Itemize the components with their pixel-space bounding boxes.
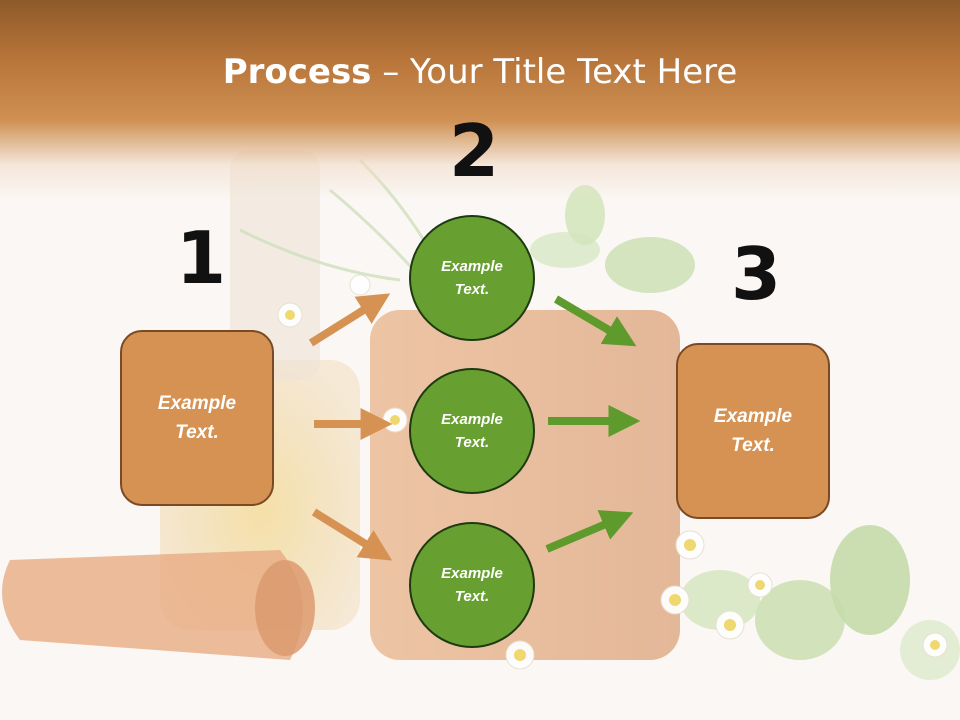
header-band	[0, 0, 960, 200]
slide-title: Process – Your Title Text Here	[0, 52, 960, 92]
title-bold: Process	[222, 52, 372, 92]
step-number-2: 2	[449, 109, 500, 193]
right-box-line1: Example	[713, 406, 793, 427]
left-box-line1: Example	[157, 393, 237, 414]
circle-3-line2: Text.	[454, 588, 490, 605]
circle-2-line2: Text.	[454, 434, 490, 451]
circle-2-line1: Example	[441, 411, 503, 428]
circle-1-line1: Example	[441, 258, 503, 275]
right-box-line2: Text.	[731, 435, 775, 456]
title-rest: – Your Title Text Here	[371, 52, 738, 92]
arrow-from-circle-1	[553, 295, 637, 347]
arrow-to-circle-1	[308, 293, 391, 347]
step-number-1: 1	[176, 216, 227, 300]
arrow-to-circle-3	[311, 508, 393, 561]
left-box-line2: Text.	[175, 422, 219, 443]
circle-3-line1: Example	[441, 565, 503, 582]
step-number-3: 3	[731, 232, 782, 316]
circle-1-line2: Text.	[454, 281, 490, 298]
arrow-from-circle-3	[545, 510, 634, 553]
